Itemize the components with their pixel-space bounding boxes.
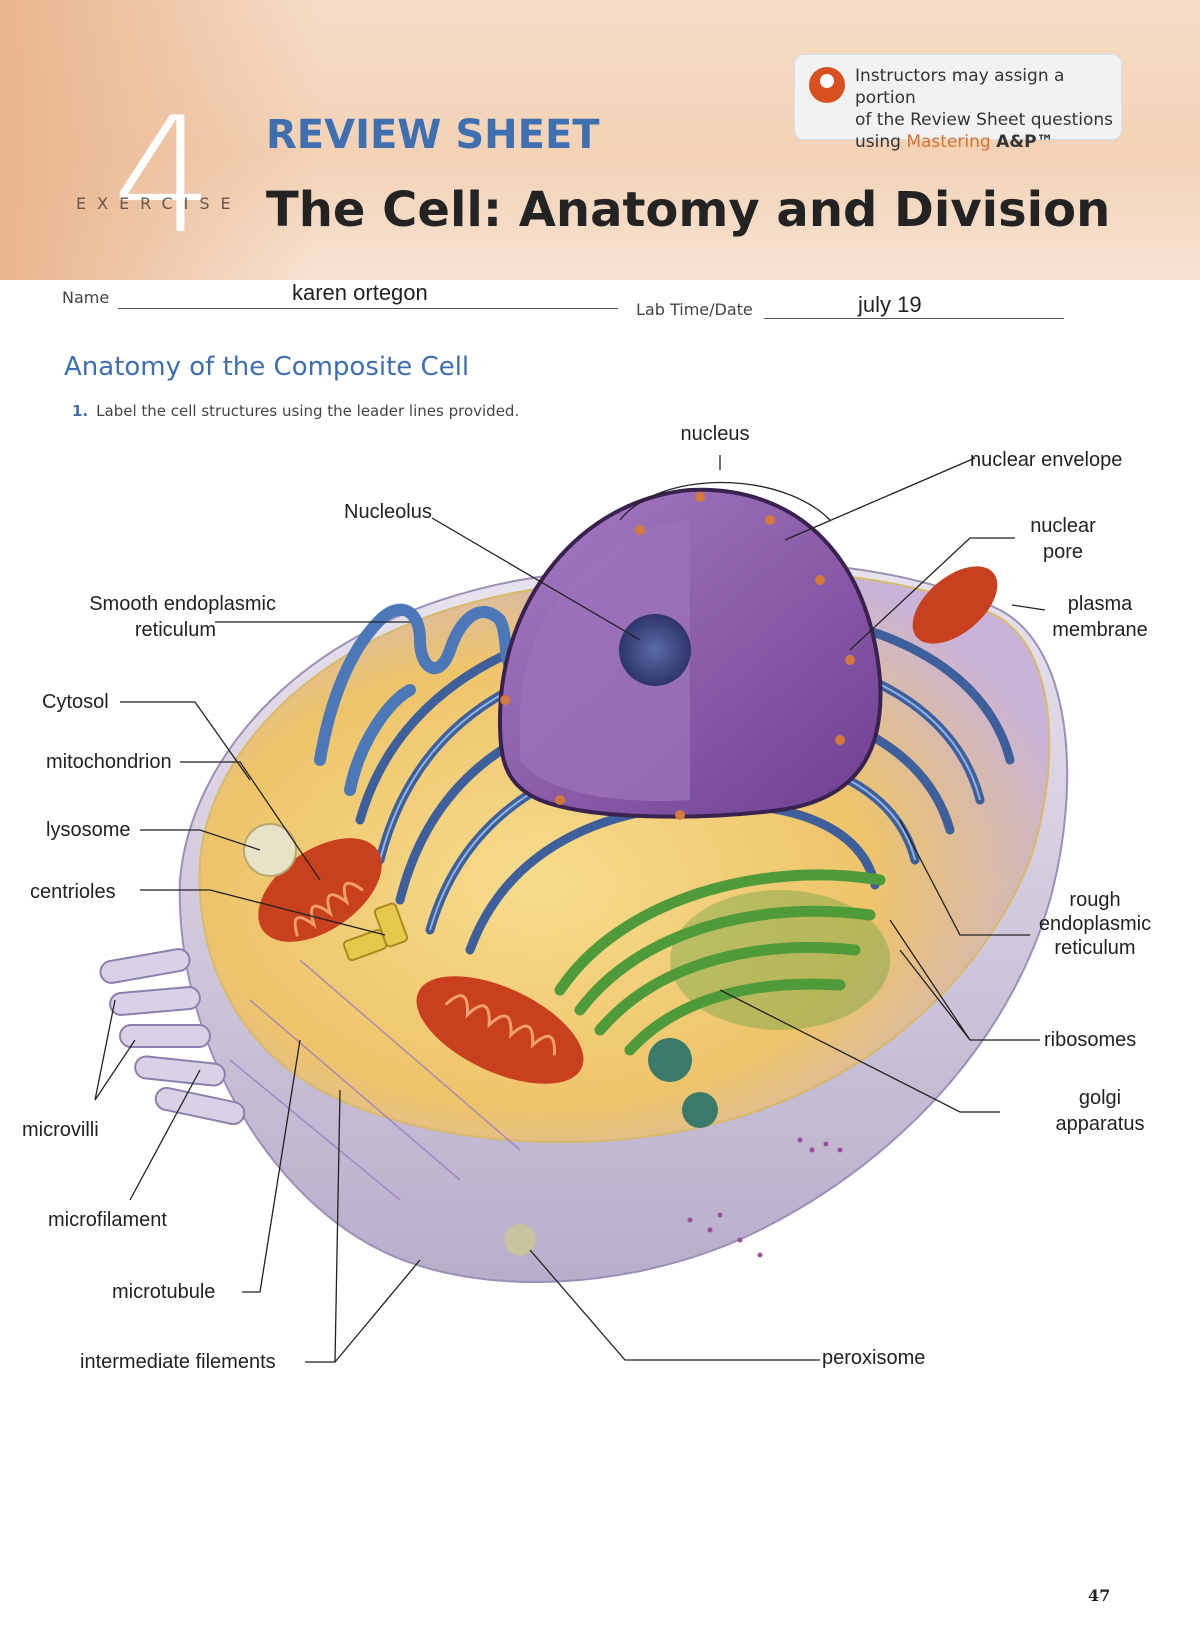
label-microtubule: microtubule — [112, 1281, 216, 1303]
golgi-body — [670, 890, 890, 1030]
ribosomes — [687, 1137, 843, 1258]
note-using: using — [855, 132, 901, 152]
golgi-apparatus — [554, 869, 886, 1056]
label-intermediate-filaments: intermediate filements — [80, 1351, 276, 1373]
name-label: Name — [62, 288, 110, 307]
label-peroxisome: peroxisome — [822, 1347, 926, 1369]
instructor-icon — [809, 67, 845, 103]
page-title: The Cell: Anatomy and Division — [266, 182, 1111, 238]
peroxisome — [504, 1224, 536, 1256]
cytoskeleton — [229, 959, 521, 1201]
label-microfilament: microfilament — [48, 1209, 167, 1231]
label-lysosome: lysosome — [46, 819, 131, 841]
lab-time-field[interactable]: july 19 — [858, 292, 922, 317]
label-golgi-2: apparatus — [1055, 1113, 1145, 1135]
review-sheet-heading: REVIEW SHEET — [266, 112, 600, 158]
instructors-note-text: Instructors may assign a portion of the … — [855, 65, 1117, 153]
label-plasma-membrane-1: plasma — [1067, 593, 1133, 615]
leader-nuclear-pore — [849, 537, 1015, 651]
exercise-word: EXERCISE — [76, 194, 242, 213]
label-microvilli: microvilli — [22, 1119, 99, 1141]
leader-rough-er — [899, 819, 1030, 936]
label-smooth-er-1: Smooth endoplasmic — [89, 593, 276, 615]
label-rough-er-3: reticulum — [1054, 937, 1136, 959]
label-nuclear-pore-2: pore — [1042, 541, 1084, 563]
leader-lysosome — [140, 829, 261, 851]
nuclear-pores — [500, 492, 855, 820]
label-nuclear-pore-1: nuclear — [1030, 515, 1096, 537]
label-rough-er-2: endoplasmic — [1038, 913, 1152, 935]
label-plasma-membrane-2: membrane — [1052, 619, 1148, 641]
label-centrioles: centrioles — [30, 881, 116, 903]
page-number: 47 — [1088, 1586, 1111, 1605]
centrioles — [342, 902, 409, 962]
nucleus-cut-face — [520, 520, 690, 801]
leader-centrioles — [140, 889, 386, 936]
smooth-er — [314, 603, 526, 796]
note-line-1: Instructors may assign a portion — [855, 66, 1065, 108]
exercise-number: 4 — [112, 82, 214, 269]
lab-time-label: Lab Time/Date — [636, 300, 753, 319]
mitochondrion — [416, 976, 584, 1084]
leader-golgi — [719, 989, 1000, 1113]
leader-microtubule — [242, 1039, 301, 1293]
question-number: 1. — [72, 402, 89, 420]
leader-mitochondrion — [180, 761, 321, 881]
leader-nucleolus — [431, 517, 641, 641]
microvilli — [99, 948, 246, 1126]
label-ribosomes: ribosomes — [1044, 1029, 1137, 1051]
leader-cytosol — [120, 701, 251, 781]
label-nucleolus: Nucleolus — [344, 501, 432, 523]
leader-intermediate-filaments — [305, 1089, 421, 1363]
leader-microvilli — [94, 999, 136, 1101]
leader-nucleus — [619, 455, 831, 521]
section-title: Anatomy of the Composite Cell — [64, 352, 470, 382]
leader-microfilament — [129, 1069, 201, 1201]
lab-time-field-line[interactable] — [764, 318, 1064, 319]
note-line-2: of the Review Sheet questions — [855, 110, 1114, 130]
label-smooth-er-2: reticulum — [134, 619, 216, 641]
leader-plasma-membrane — [1011, 604, 1046, 611]
label-nucleus: nucleus — [680, 423, 750, 445]
ap-brand: A&P™ — [996, 132, 1054, 152]
label-mitochondrion: mitochondrion — [46, 751, 172, 773]
label-nuclear-envelope: nuclear envelope — [970, 449, 1123, 471]
vesicle — [648, 1038, 692, 1082]
header-band — [0, 0, 1200, 280]
name-field-line[interactable] — [118, 308, 618, 309]
leader-ribosomes — [889, 919, 1040, 1041]
leader-lines — [94, 455, 1046, 1363]
question-text: Label the cell structures using the lead… — [96, 402, 520, 420]
instructors-note: Instructors may assign a portion of the … — [794, 54, 1122, 152]
label-cytosol: Cytosol — [42, 691, 109, 713]
nucleolus — [619, 614, 691, 686]
label-golgi-1: golgi — [1078, 1087, 1122, 1109]
lysosome — [243, 823, 297, 877]
name-field[interactable]: karen ortegon — [292, 280, 428, 305]
vesicle — [682, 1092, 718, 1128]
leader-nuclear-envelope — [784, 457, 976, 541]
leader-peroxisome — [529, 1249, 820, 1361]
question-1: 1. Label the cell structures using the le… — [72, 402, 519, 420]
mitochondrion — [912, 566, 998, 644]
mastering-brand: Mastering — [906, 132, 991, 152]
label-rough-er-1: rough — [1069, 889, 1121, 911]
note-line-3: using Mastering A&P™ — [855, 131, 1117, 153]
